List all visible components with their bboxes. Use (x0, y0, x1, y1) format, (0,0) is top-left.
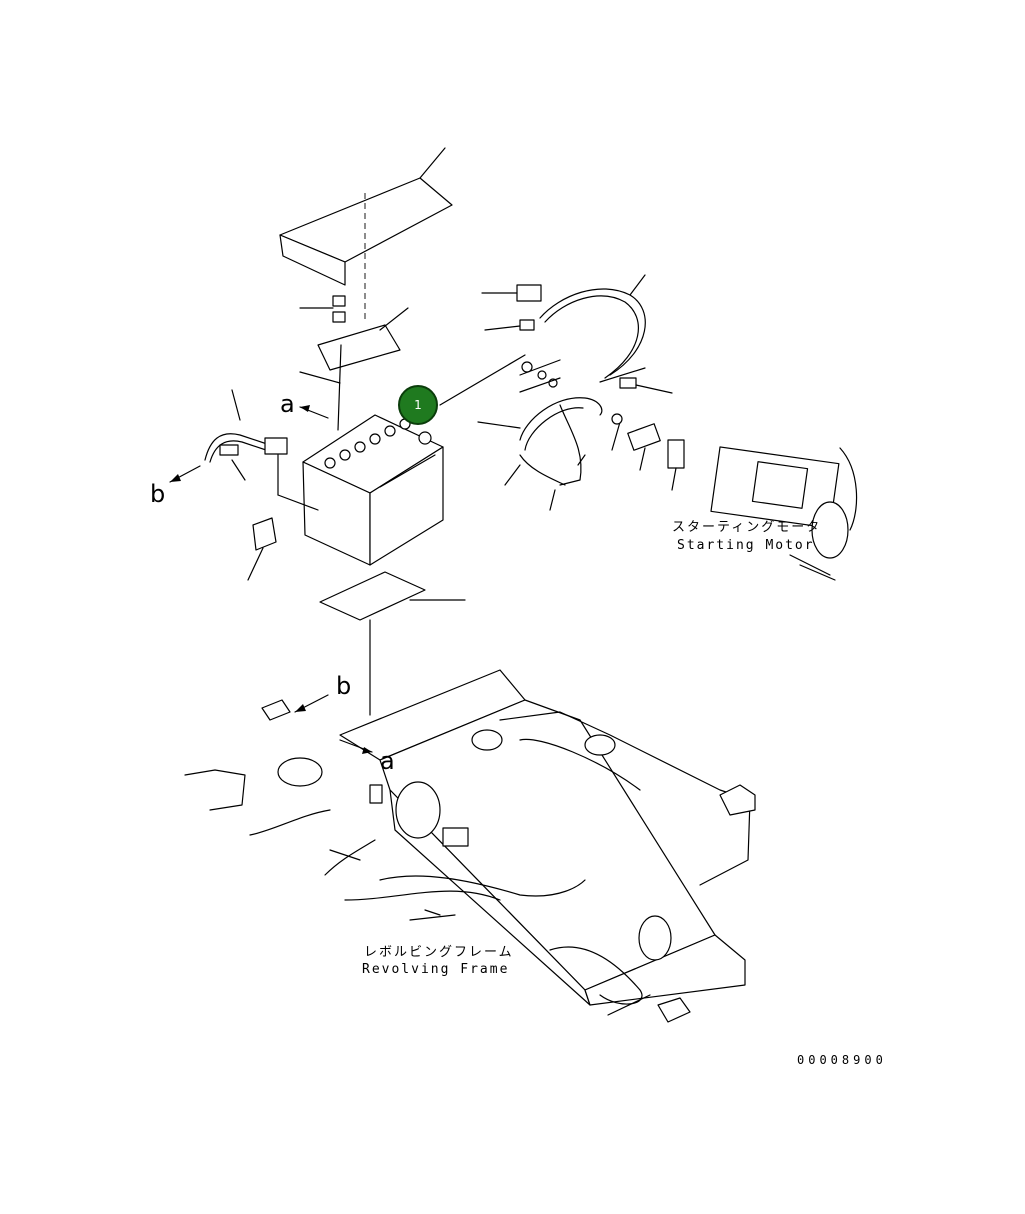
part-callout-1[interactable]: 1 (398, 385, 438, 425)
view-arrow-b-top (169, 465, 201, 483)
view-letter-a-frame: a (380, 747, 395, 775)
battery (277, 354, 526, 566)
ground-cable (204, 389, 288, 496)
view-arrow-a (299, 405, 329, 419)
revolving-frame (184, 669, 756, 1023)
starting-motor (710, 446, 858, 581)
view-arrow-a-frame (339, 739, 373, 754)
starting-motor-label-jp: スターティングモータ (672, 520, 822, 535)
battery-cable (481, 274, 673, 394)
starting-motor-label-en: Starting Motor (677, 538, 815, 553)
revolving-frame-label-en: Revolving Frame (362, 962, 510, 977)
view-letter-a-top: a (280, 390, 295, 418)
label-plate (247, 517, 277, 581)
battery-hold-down (299, 295, 409, 431)
view-arrow-b-frame (294, 694, 329, 713)
view-letter-b-frame: b (336, 672, 352, 700)
view-letter-b-top: b (150, 480, 166, 508)
document-number: 00008900 (797, 1053, 887, 1067)
revolving-frame-label-jp: レボルビングフレーム (364, 945, 514, 960)
callout-number: 1 (414, 398, 422, 412)
battery-mat (319, 571, 466, 716)
battery-cover (279, 147, 453, 320)
harness-wrap (477, 397, 685, 511)
